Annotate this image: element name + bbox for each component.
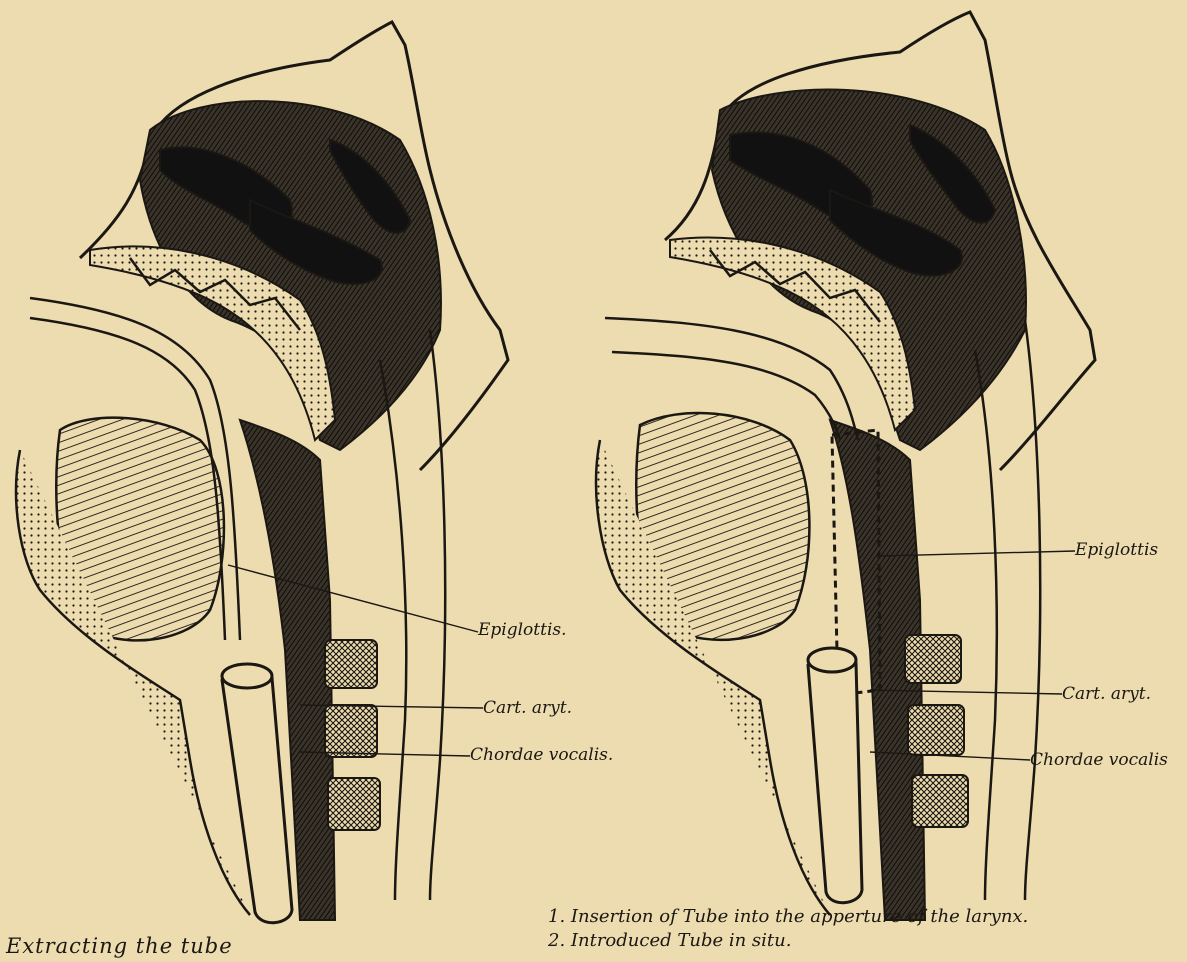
left-vertebra-3 bbox=[328, 778, 380, 830]
right-section-drawing bbox=[596, 12, 1095, 920]
right-spine-outline bbox=[975, 350, 997, 900]
right-cart-aryt-label: Cart. aryt. bbox=[1062, 684, 1151, 704]
left-figure-caption: Extracting the tube bbox=[6, 934, 233, 958]
right-vertebra-3 bbox=[912, 775, 968, 827]
right-vertebra-1 bbox=[905, 635, 961, 683]
right-epiglottis-label: Epiglottis bbox=[1075, 540, 1158, 560]
right-figure-caption-line-2: 2. Introduced Tube in situ. bbox=[548, 930, 791, 951]
left-epiglottis-label: Epiglottis. bbox=[478, 620, 567, 640]
right-tube bbox=[808, 650, 862, 903]
left-section-drawing bbox=[16, 22, 508, 923]
left-vertebra-1 bbox=[325, 640, 377, 688]
right-vertebra-2 bbox=[908, 705, 964, 755]
left-cart-aryt-label: Cart. aryt. bbox=[483, 698, 572, 718]
left-epiglottis-leader bbox=[228, 565, 478, 632]
left-vertebra-2 bbox=[325, 705, 377, 757]
right-chordae-vocalis-label: Chordae vocalis bbox=[1030, 750, 1168, 770]
left-chordae-vocalis-label: Chordae vocalis. bbox=[470, 745, 613, 765]
left-spine-outline bbox=[380, 360, 406, 900]
right-figure-caption-line-1: 1. Insertion of Tube into the apperture … bbox=[548, 906, 1028, 927]
